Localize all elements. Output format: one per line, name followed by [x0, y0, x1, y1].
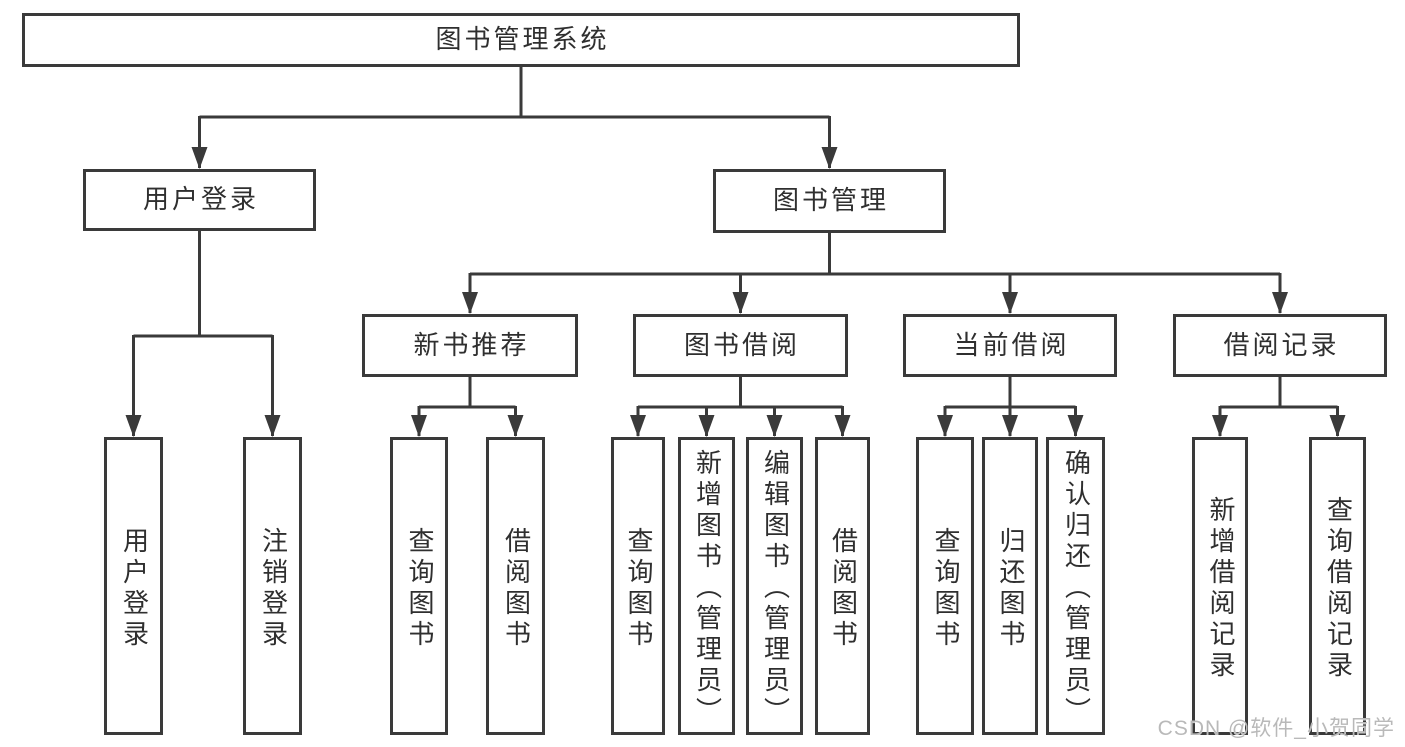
node-cb-return: 归还图书 [982, 437, 1038, 735]
node-bb-add: 新增图书（管理员） [678, 437, 735, 735]
node-book-borrow: 图书借阅 [633, 314, 848, 377]
node-nb-borrow: 借阅图书 [486, 437, 545, 735]
node-new-book-rec: 新书推荐 [362, 314, 578, 377]
node-current-borrow: 当前借阅 [903, 314, 1117, 377]
node-br-add: 新增借阅记录 [1192, 437, 1248, 735]
node-br-query: 查询借阅记录 [1309, 437, 1366, 735]
node-logout: 注销登录 [243, 437, 302, 735]
node-bb-query: 查询图书 [611, 437, 665, 735]
node-bb-borrow: 借阅图书 [815, 437, 870, 735]
node-nb-query: 查询图书 [390, 437, 448, 735]
node-cb-query: 查询图书 [916, 437, 974, 735]
node-borrow-records: 借阅记录 [1173, 314, 1387, 377]
watermark-text: CSDN @软件_小贺同学 [1157, 717, 1395, 740]
node-root: 图书管理系统 [22, 13, 1020, 67]
node-cb-confirm: 确认归还（管理员） [1046, 437, 1105, 735]
node-user-login: 用户登录 [83, 169, 316, 231]
node-login: 用户登录 [104, 437, 163, 735]
node-bb-edit: 编辑图书（管理员） [746, 437, 803, 735]
node-book-mgmt: 图书管理 [713, 169, 946, 233]
